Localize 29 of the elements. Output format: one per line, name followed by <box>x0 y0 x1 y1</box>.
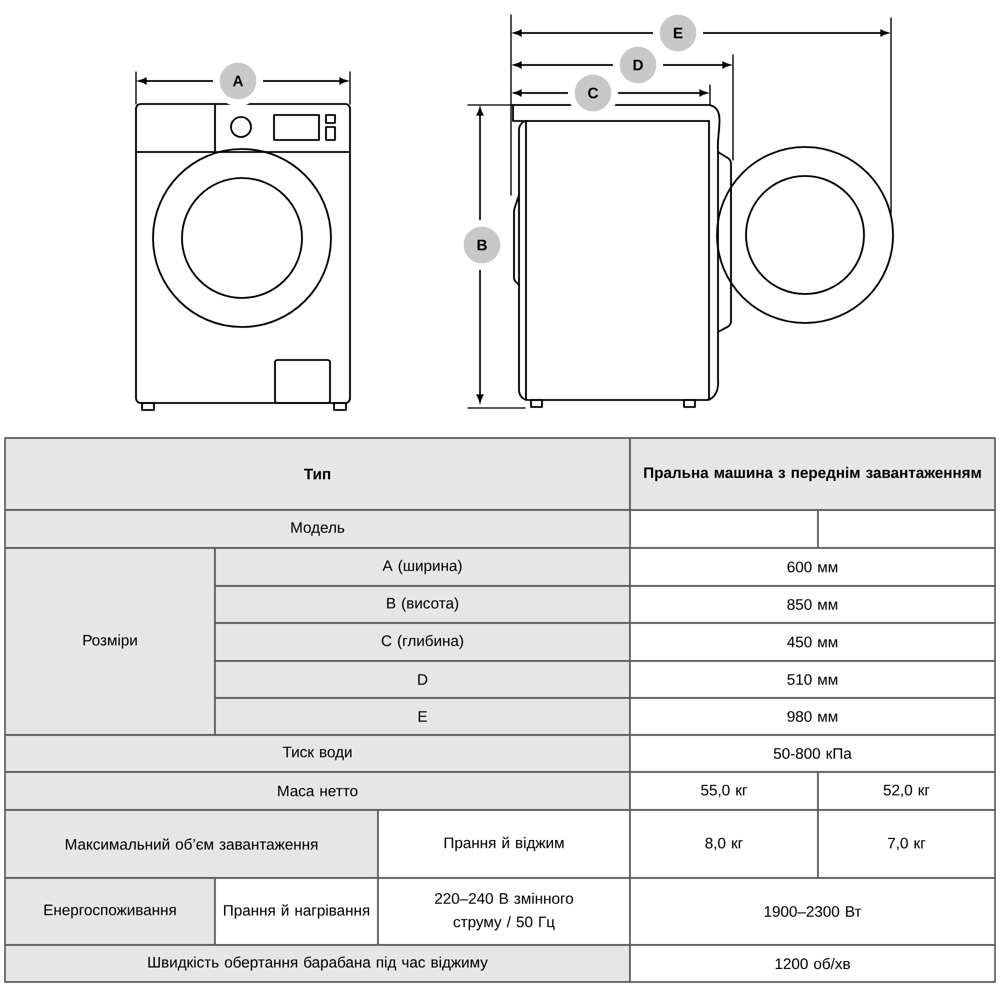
dimension-letter: B <box>457 220 507 270</box>
table-cell: 50-800 кПа <box>629 734 996 773</box>
table-cell: Тип <box>4 437 631 511</box>
table-cell: A (ширина) <box>214 547 631 587</box>
table-cell: Енергоспоживання <box>4 877 216 946</box>
table-cell: B (висота) <box>214 585 631 624</box>
table-cell: Прання й віджим <box>377 809 631 879</box>
table-cell: Тиск води <box>4 734 631 773</box>
table-cell: 850 мм <box>629 585 996 624</box>
table-cell: 980 мм <box>629 697 996 736</box>
table-cell: Маса нетто <box>4 771 631 811</box>
table-cell: 450 мм <box>629 622 996 662</box>
table-cell: 220–240 В змінного струму / 50 Гц <box>377 877 631 946</box>
table-cell: 510 мм <box>629 660 996 699</box>
table-cell: 52,0 кг <box>817 771 996 811</box>
table-cell: Максимальний об’єм завантаження <box>4 809 379 879</box>
table-cell: 7,0 кг <box>817 809 996 879</box>
dimension-letter: A <box>213 56 263 106</box>
table-cell: 55,0 кг <box>629 771 819 811</box>
table-cell: Модель <box>4 509 631 549</box>
table-cell: E <box>214 697 631 736</box>
table-cell: Прання й нагрівання <box>214 877 379 946</box>
table-cell: 8,0 кг <box>629 809 819 879</box>
table-cell: Розміри <box>4 547 216 736</box>
table-cell: Швидкість обертання барабана під час віджиму <box>4 944 631 983</box>
table-cell: C (глибина) <box>214 622 631 662</box>
table-cell: 1200 об/хв <box>629 944 996 983</box>
table-cell: Пральна машина з переднім завантаженням <box>629 437 996 511</box>
table-cell: D <box>214 660 631 699</box>
